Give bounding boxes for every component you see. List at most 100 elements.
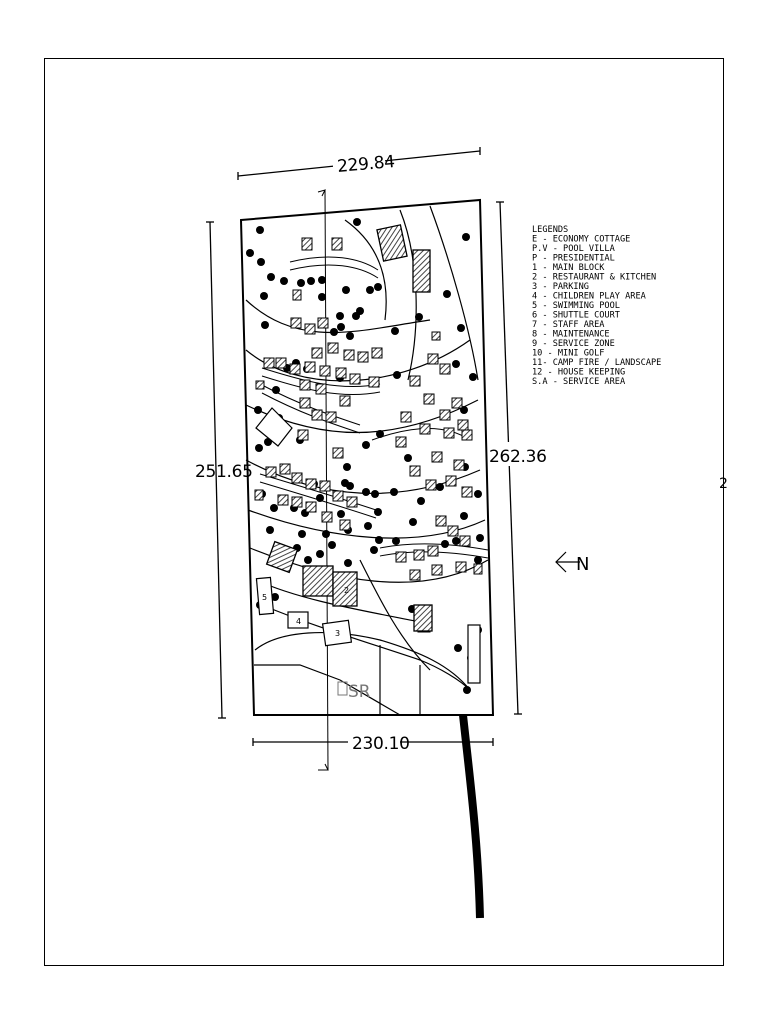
tree-dot	[370, 546, 378, 554]
service-block-east	[467, 624, 481, 684]
tree-dot	[356, 307, 364, 315]
tree-dot	[255, 444, 263, 452]
legend-item: E - ECONOMY COTTAGE	[532, 235, 630, 245]
cottage-block	[297, 429, 309, 441]
cottage-block	[339, 519, 351, 531]
cottage-block	[409, 569, 421, 581]
cottage-block	[461, 486, 473, 498]
tree-dot	[271, 593, 279, 601]
cottage-block	[317, 317, 329, 329]
cottage-block	[311, 409, 323, 421]
legend-item: P.V - POOL VILLA	[532, 244, 616, 254]
cottage-block	[409, 465, 421, 477]
cottage-block	[265, 466, 277, 478]
tree-dot	[441, 540, 449, 548]
legend-item: 7 - STAFF AREA	[532, 320, 605, 330]
labelled-blocks	[255, 407, 481, 684]
legend-item: 9 - SERVICE ZONE	[532, 339, 615, 349]
tree-dot	[436, 483, 444, 491]
cottage-block	[445, 475, 457, 487]
cottage-block	[425, 479, 437, 491]
cottage-block	[461, 429, 473, 441]
cottage-block	[255, 380, 265, 390]
cottage-block	[277, 494, 289, 506]
cottage-block	[453, 459, 465, 471]
tree-dot	[415, 313, 423, 321]
dim-right-bg	[488, 442, 540, 466]
cottage-block	[335, 367, 347, 379]
tree-dot	[298, 530, 306, 538]
cottage-block	[439, 409, 451, 421]
cottage-block	[275, 357, 287, 369]
tree-dot	[267, 273, 275, 281]
dim-top-label: 229.84	[336, 152, 395, 177]
cottage-block	[301, 237, 313, 251]
tree-dot	[375, 536, 383, 544]
cottage-block	[305, 478, 317, 490]
legend-item: S.A - SERVICE AREA	[532, 377, 626, 387]
building-north-b	[412, 249, 431, 293]
tree-dot	[307, 277, 315, 285]
tree-dot	[343, 463, 351, 471]
cottage-block	[299, 379, 311, 391]
cottage-block	[279, 463, 291, 475]
parking-block	[321, 619, 353, 647]
tree-dot	[353, 218, 361, 226]
tree-dot	[328, 541, 336, 549]
tree-dot	[316, 550, 324, 558]
tree-dot	[337, 323, 345, 331]
legend-item: P - PRESIDENTIAL	[532, 254, 615, 264]
zone-marker-box	[337, 681, 348, 696]
tree-dot	[362, 441, 370, 449]
cottage-block	[413, 549, 425, 561]
tree-dot	[393, 371, 401, 379]
legend-item: 8 - MAINTENANCE	[532, 330, 610, 340]
tree-dot	[318, 276, 326, 284]
cottage-block	[332, 447, 344, 459]
legend-item: 12 - HOUSE KEEPING	[532, 368, 625, 378]
tree-dot	[409, 518, 417, 526]
tree-dot	[318, 293, 326, 301]
cottage-block	[349, 373, 361, 385]
cottage-block	[423, 393, 435, 405]
tree-dot	[474, 556, 482, 564]
legend-item: 5 - SWIMMING POOL	[532, 301, 620, 311]
cottage-block	[331, 237, 343, 251]
tree-dot	[392, 537, 400, 545]
cottage-block	[291, 496, 303, 508]
legend-item: 2 - RESTAURANT & KITCHEN	[532, 273, 656, 283]
swimming-pool-block	[255, 576, 275, 616]
cottage-block	[447, 525, 459, 537]
dim-top-bg	[333, 148, 385, 174]
parking-block-label: 3	[335, 629, 340, 638]
tree-dot	[404, 454, 412, 462]
right-edge-fragment: 2	[719, 476, 728, 492]
tree-dot	[364, 522, 372, 530]
cottage-block	[339, 395, 351, 407]
tree-dot	[454, 644, 462, 652]
tree-dot	[374, 283, 382, 291]
tree-dot	[280, 277, 288, 285]
tree-dot	[261, 321, 269, 329]
cottage-block	[439, 363, 451, 375]
cottage-block	[305, 501, 317, 513]
cottage-block	[319, 365, 331, 377]
access-road	[459, 714, 484, 919]
tree-dot	[443, 290, 451, 298]
legend-item: 4 - CHILDREN PLAY AREA	[532, 292, 647, 302]
legend-title: LEGENDS	[532, 225, 568, 235]
building-restaurant	[332, 571, 358, 607]
tree-dot	[474, 490, 482, 498]
tree-dot	[346, 482, 354, 490]
tree-dot	[462, 233, 470, 241]
tree-dot	[260, 292, 268, 300]
cottage-block	[443, 427, 455, 439]
dim-bottom-label: 230.10	[352, 734, 410, 754]
tree-dot	[362, 488, 370, 496]
building-south-a	[265, 540, 299, 574]
tree-dot	[336, 312, 344, 320]
tree-dot	[257, 258, 265, 266]
tree-dot	[342, 286, 350, 294]
dim-right-label: 262.36	[489, 447, 547, 467]
tree-dot	[391, 327, 399, 335]
